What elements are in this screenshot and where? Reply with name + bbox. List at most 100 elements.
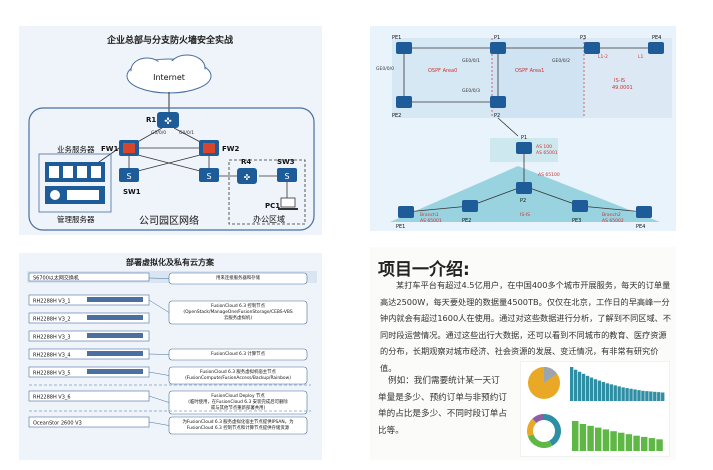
bar [633, 389, 637, 401]
role-label: (FusionCompute/FusionAccess/Backup/Rainb… [185, 375, 291, 381]
role-label: (临时使用，在FusionCloud 6.3 安装完成后可删除 [188, 398, 288, 405]
node-label: P1 [494, 35, 500, 41]
router-node [462, 200, 478, 212]
bar [601, 381, 606, 401]
fw2-label: FW2 [222, 145, 240, 153]
router-node [584, 42, 600, 54]
bar [653, 391, 657, 401]
role-label: 或与其他节点重新部署共用) [211, 404, 266, 411]
internet-cloud: Internet [126, 54, 212, 94]
virtualization-diagram: 部署虚拟化及私有云方案 S6700以太网交换机 用来连接服务器和存储 RH2288H… [27, 257, 317, 435]
bar [602, 429, 610, 451]
link-label: L1-2 [598, 54, 608, 60]
bar [585, 375, 590, 401]
port-label: GE0/0/3 [462, 88, 480, 94]
router-node [490, 42, 506, 54]
switch-core: S [199, 168, 219, 182]
node-label: PE4 [636, 224, 645, 230]
server-storage-icon [45, 186, 105, 204]
node-label: PE1 [392, 35, 401, 41]
fw1-label: FW1 [101, 145, 119, 153]
period-bar-chart [572, 421, 663, 451]
node-label: P2 [494, 113, 500, 119]
router-node [396, 42, 412, 54]
bar [581, 373, 586, 401]
role-label: FusionCloud Deploy 节点 [211, 393, 265, 399]
intro-body: 某打车平台有超过4.5亿用户，在中国400多个城市开展服务，每天的订单量高达25… [380, 280, 672, 373]
area1-region [492, 38, 584, 118]
port-label: G0/0/1 [179, 130, 194, 136]
campus-label: 公司园区网络 [139, 214, 199, 227]
bar [625, 434, 633, 451]
svg-text:S: S [206, 172, 211, 181]
network-title: 企业总部与分支防火墙安全实战 [106, 34, 233, 46]
device-label: OceanStor 2600 V3 [33, 421, 82, 427]
bar [587, 425, 594, 451]
port-label: GE0/0/1 [462, 58, 480, 64]
role-label: 为FusionCloud 6.3 服务虚拟化宿主节点提供IPSAN，为 [183, 418, 294, 425]
bar [661, 392, 665, 401]
router-node [572, 200, 588, 212]
role-label: FusionCloud 6.3 计算节点 [211, 350, 266, 357]
router-node [398, 206, 414, 218]
bar [618, 432, 625, 451]
sw1-label: SW1 [123, 188, 141, 196]
virt-title: 部署虚拟化及私有云方案 [126, 257, 215, 267]
isis-small-label: IS-IS [520, 212, 530, 218]
bar [605, 383, 609, 401]
bar [597, 380, 602, 401]
campus-boundary [28, 107, 315, 231]
pie-slice [544, 367, 557, 383]
routing-topology: PE1 P1 P3 PE4 PE2 P2 OSPF Area0 OSPF Are… [376, 35, 672, 230]
area-label: 49.0001 [612, 85, 633, 91]
svg-text:✜: ✜ [244, 173, 251, 182]
node-label: P1 [521, 135, 527, 141]
router-node [516, 142, 532, 154]
device-label: S6700以太网交换机 [33, 275, 79, 282]
branch-label: Branch2 [602, 212, 621, 218]
bar [577, 371, 582, 401]
role-label: 云服务虚拟机) [224, 314, 252, 321]
bar [637, 390, 641, 401]
as-label: AS 65100 [538, 172, 560, 178]
router-node [636, 206, 652, 218]
r1-label: R1 [146, 116, 156, 124]
bar [573, 369, 578, 401]
switch-sw3: S [277, 168, 297, 182]
bar [609, 384, 613, 401]
device-label: RH2288H V3_1 [33, 299, 71, 305]
order-bar-chart [570, 367, 665, 401]
office-label: 办公区域 [253, 214, 285, 224]
device-label: RH2288H V3_3 [33, 335, 71, 341]
internet-label: Internet [153, 73, 185, 82]
role-label: FusionCloud 6.3 服务虚拟机宿主节点 [200, 368, 276, 375]
mgmt-servers-label: 管理服务器 [57, 214, 95, 224]
firewall-fw2 [199, 140, 219, 156]
bar [570, 367, 574, 401]
office-boundary [228, 159, 306, 225]
firewall-fw1 [119, 140, 139, 156]
bar [572, 421, 579, 451]
role-label: 用来连接服务器和存储 [216, 274, 261, 281]
network-diagram: 企业总部与分支防火墙安全实战 Internet ✜ R1 FW1 FW2 [28, 34, 315, 231]
bar [610, 431, 617, 451]
node-label: PE2 [392, 113, 401, 119]
bar [579, 424, 587, 451]
area-label: OSPF Area0 [428, 68, 457, 74]
node-label: PE1 [396, 224, 405, 230]
area-label: IS-IS [614, 78, 625, 84]
server-group-boundary [38, 153, 112, 213]
device-label: RH2288H V3_6 [33, 395, 71, 401]
switch-sw1: S [119, 168, 139, 182]
node-label: P3 [580, 35, 586, 41]
bar [625, 388, 629, 401]
device-label: RH2288H V3_4 [33, 353, 71, 359]
area-label: OSPF Area1 [515, 68, 544, 74]
intro-example: 例如：我们需要统计某一天订单量是多少、预约订单与非预约订单的占比是多少、不同时段… [378, 376, 507, 436]
router-node [396, 96, 412, 108]
order-share-pie [528, 367, 560, 399]
role-label: FusionCloud 6.3 控制节点和计算节点提供存储资源 [187, 424, 290, 431]
device-label: RH2288H V3_2 [33, 317, 71, 323]
pc1-label: PC1 [265, 202, 280, 210]
bar [641, 390, 645, 401]
